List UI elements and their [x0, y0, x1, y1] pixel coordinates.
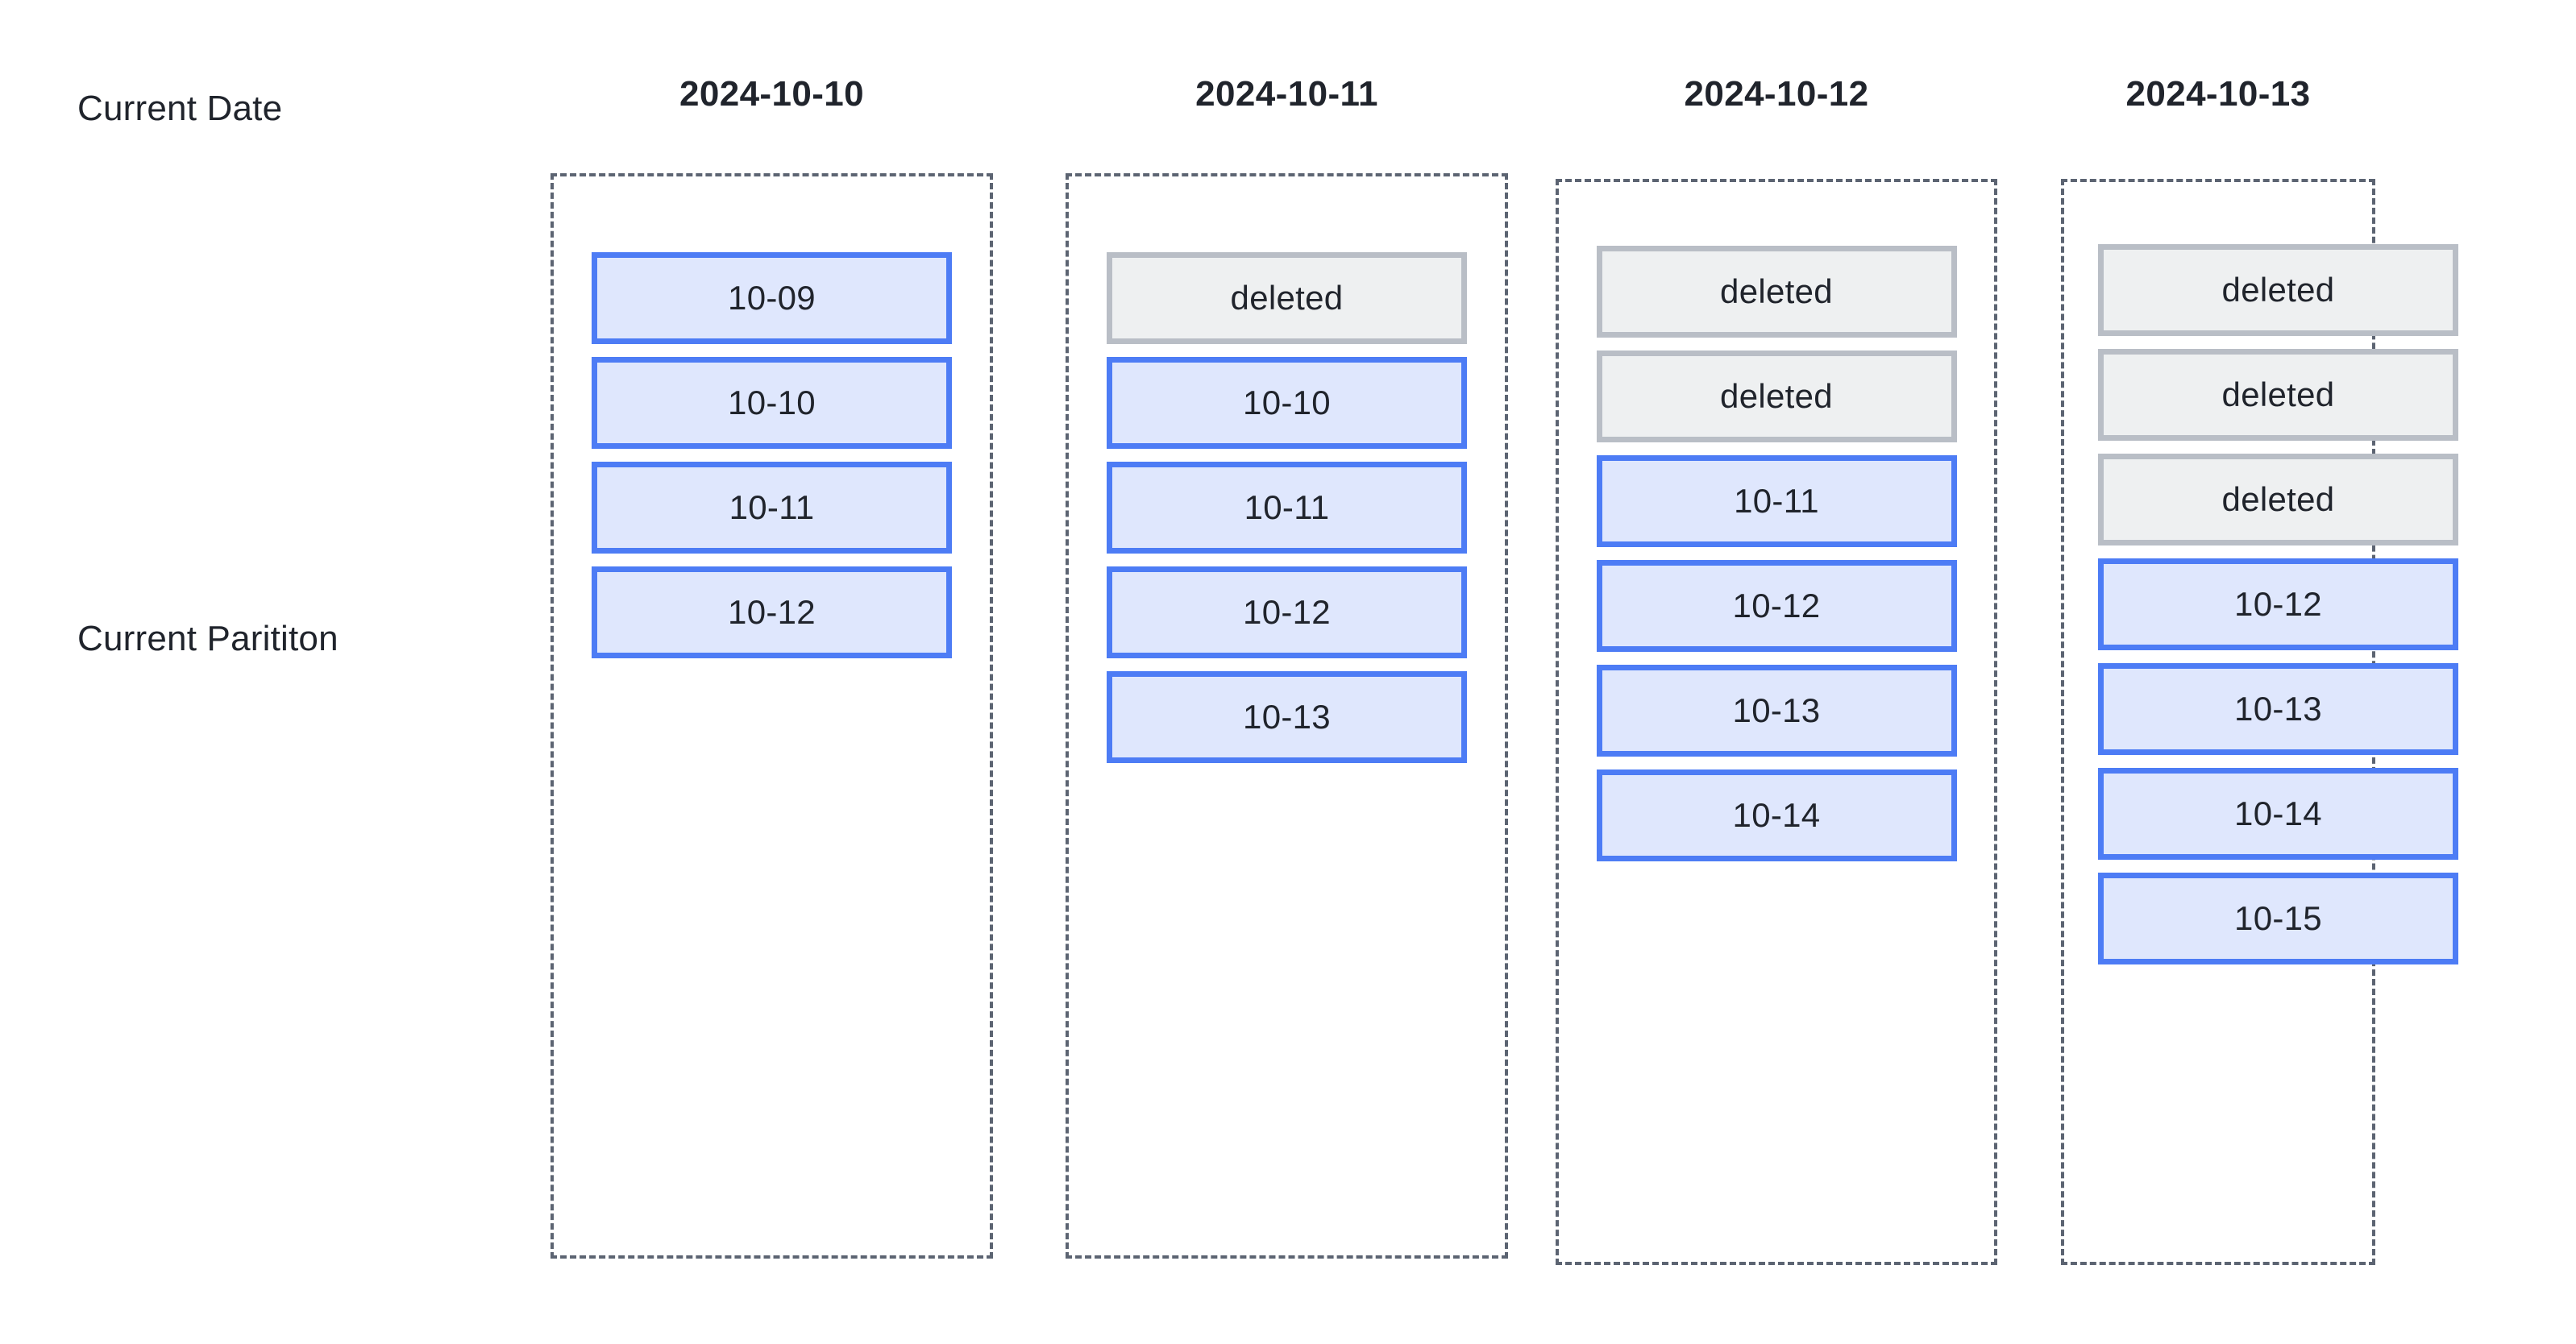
- partition-cell[interactable]: 10-13: [2098, 663, 2458, 755]
- partition-cell[interactable]: 10-12: [592, 566, 952, 658]
- partition-cell[interactable]: 10-13: [1107, 671, 1467, 763]
- partition-container: [1556, 179, 1997, 1265]
- partition-cell-deleted[interactable]: deleted: [2098, 349, 2458, 441]
- partition-cell[interactable]: 10-15: [2098, 873, 2458, 964]
- partition-cell[interactable]: 10-14: [2098, 768, 2458, 860]
- partition-cell[interactable]: 10-10: [592, 357, 952, 449]
- partition-cell-list: deleted deleted deleted 10-12 10-13 10-1…: [2098, 244, 2458, 964]
- partition-cell[interactable]: 10-11: [1596, 455, 1957, 547]
- partition-container: [551, 173, 993, 1259]
- partition-cell-list: deleted 10-10 10-11 10-12 10-13: [1066, 252, 1508, 763]
- partition-cell[interactable]: 10-14: [1596, 769, 1957, 861]
- partition-cell-deleted[interactable]: deleted: [1107, 252, 1467, 344]
- partition-cell-deleted[interactable]: deleted: [2098, 454, 2458, 545]
- partition-container: [1066, 173, 1508, 1259]
- date-column-2024-10-12: 2024-10-12 deleted deleted 10-11 10-12 1…: [1556, 0, 1997, 1344]
- row-label-current-partition: Current Parititon: [77, 619, 339, 658]
- column-header: 2024-10-12: [1684, 74, 1869, 114]
- partition-cell[interactable]: 10-11: [1107, 462, 1467, 554]
- partition-cell[interactable]: 10-12: [1107, 566, 1467, 658]
- partition-cell[interactable]: 10-13: [1596, 665, 1957, 757]
- partition-cell-deleted[interactable]: deleted: [1596, 351, 1957, 442]
- column-header: 2024-10-10: [679, 74, 865, 114]
- partition-cell-deleted[interactable]: deleted: [2098, 244, 2458, 336]
- partition-cell[interactable]: 10-11: [592, 462, 952, 554]
- partition-cell[interactable]: 10-12: [2098, 558, 2458, 650]
- partition-cell[interactable]: 10-10: [1107, 357, 1467, 449]
- date-column-2024-10-13: 2024-10-13 deleted deleted deleted 10-12…: [2061, 0, 2458, 1344]
- date-column-2024-10-10: 2024-10-10 10-09 10-10 10-11 10-12: [551, 0, 993, 1344]
- partition-cell-list: deleted deleted 10-11 10-12 10-13 10-14: [1556, 246, 1997, 861]
- partition-cell-list: 10-09 10-10 10-11 10-12: [551, 252, 993, 658]
- partition-cell[interactable]: 10-09: [592, 252, 952, 344]
- partition-cell-deleted[interactable]: deleted: [1596, 246, 1957, 338]
- column-header: 2024-10-13: [2125, 74, 2311, 114]
- column-header: 2024-10-11: [1195, 74, 1378, 114]
- partition-cell[interactable]: 10-12: [1596, 560, 1957, 652]
- row-label-current-date: Current Date: [77, 89, 283, 128]
- date-column-2024-10-11: 2024-10-11 deleted 10-10 10-11 10-12 10-…: [1066, 0, 1508, 1344]
